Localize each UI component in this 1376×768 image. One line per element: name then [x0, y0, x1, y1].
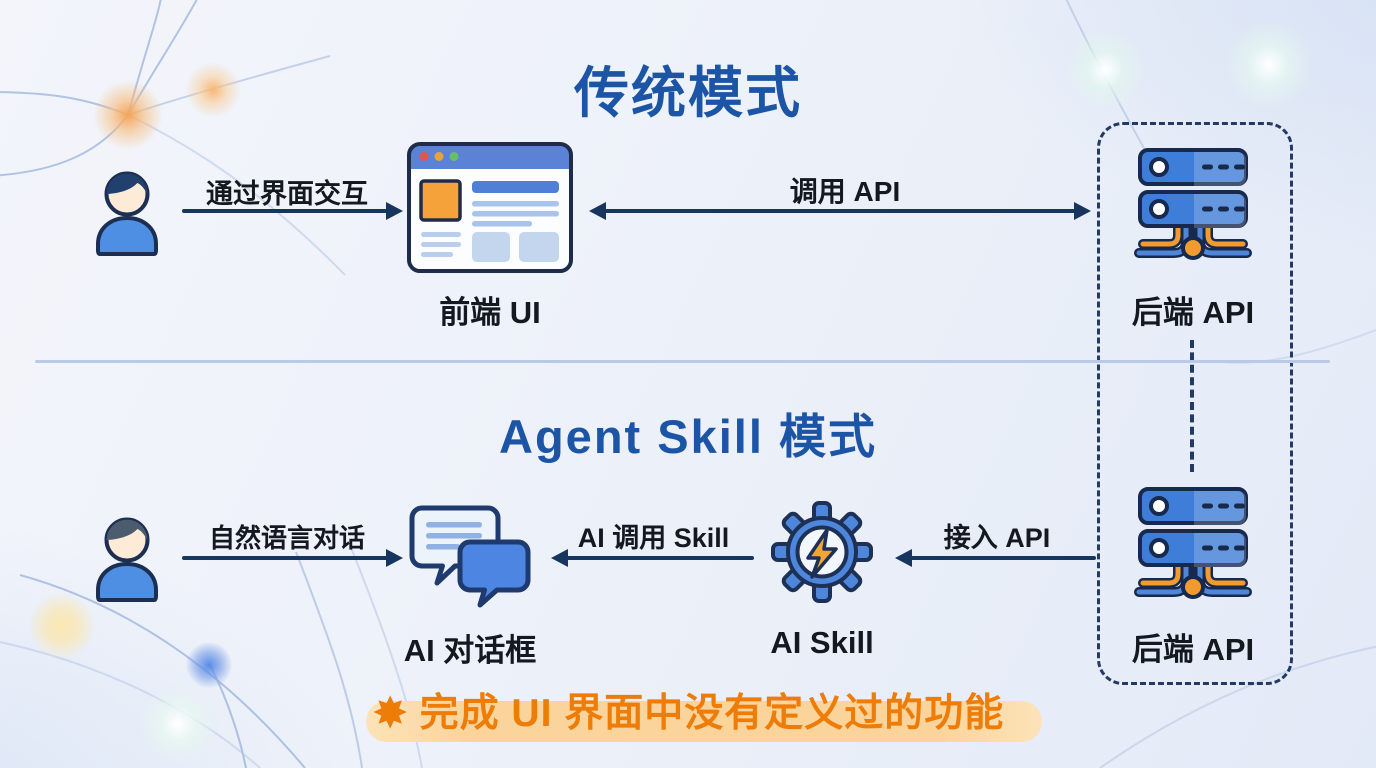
section-divider	[35, 360, 1330, 363]
user-to-chat-arrow	[182, 556, 388, 560]
user-icon	[96, 517, 158, 602]
user-icon	[96, 171, 158, 256]
burst-star-icon: ✸	[371, 689, 410, 738]
ai-chat-label: AI 对话框	[403, 633, 537, 668]
gear-lightning-icon	[771, 501, 873, 603]
frontend-to-backend-arrow	[604, 209, 1076, 213]
traditional-mode-title: 传统模式	[573, 62, 802, 124]
agent-skill-mode-title: Agent Skill 模式	[499, 410, 877, 463]
backend-api-label-bottom: 后端 API	[1131, 632, 1255, 667]
skill-to-chat-arrow	[566, 556, 754, 560]
user-to-chat-label: 自然语言对话	[208, 523, 365, 553]
ai-skill-label: AI Skill	[770, 625, 874, 660]
frontend-to-backend-label: 调用 API	[789, 176, 901, 207]
note-text: ✸完成 UI 界面中没有定义过的功能	[0, 682, 1376, 739]
note-text-content: 完成 UI 界面中没有定义过的功能	[419, 692, 1005, 735]
chat-bubbles-icon	[409, 505, 531, 608]
frontend-ui-label: 前端 UI	[439, 295, 541, 330]
note-highlight-pill	[366, 701, 1042, 742]
server-icon	[1134, 487, 1252, 599]
user-to-frontend-label: 通过界面交互	[206, 179, 368, 209]
browser-icon	[407, 142, 573, 273]
user-to-frontend-arrow	[182, 209, 388, 213]
skill-to-chat-label: AI 调用 Skill	[577, 523, 730, 553]
backend-dashed-box	[1097, 122, 1293, 685]
backend-to-skill-arrow	[910, 556, 1096, 560]
server-icon	[1134, 148, 1252, 260]
backend-to-skill-label: 接入 API	[943, 523, 1051, 553]
backend-api-label-top: 后端 API	[1131, 295, 1255, 330]
backend-dashed-connector	[1190, 340, 1194, 472]
